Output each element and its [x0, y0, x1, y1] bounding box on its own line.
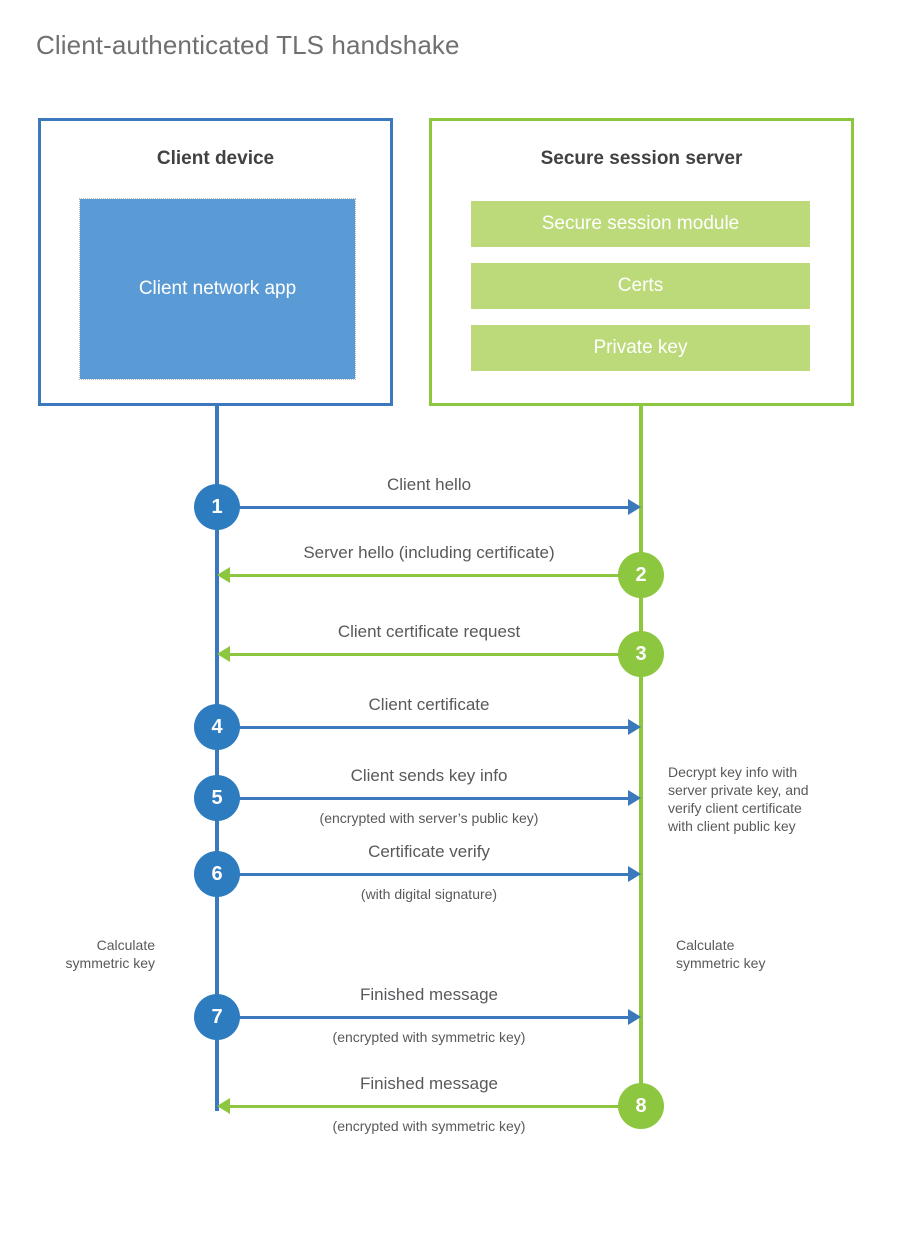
server-module-private-key: Private key: [471, 325, 810, 371]
message-label-5: Client sends key info: [350, 766, 508, 785]
arrow-shaft: [228, 1105, 641, 1108]
server-module-label: Private key: [593, 337, 688, 358]
step-badge-2: 2: [618, 552, 664, 598]
message-sublabel-8: (encrypted with symmetric key): [332, 1118, 526, 1134]
secure-session-server-title: Secure session server: [540, 148, 743, 169]
server-module-certs: Certs: [471, 263, 810, 309]
arrow-shaft: [217, 1016, 630, 1019]
note-server-calculate-symmetric-key: Calculate symmetric key: [676, 937, 766, 971]
client-network-app-label: Client network app: [138, 278, 297, 299]
arrow-head-icon: [628, 719, 641, 735]
step-badge-1: 1: [194, 484, 240, 530]
server-module-label: Certs: [617, 275, 664, 296]
step-badge-4: 4: [194, 704, 240, 750]
server-lifeline: [639, 406, 643, 1106]
step-badge-6: 6: [194, 851, 240, 897]
server-module-label: Secure session module: [541, 213, 740, 234]
message-label-2: Server hello (including certificate): [303, 543, 555, 562]
step-badge-7: 7: [194, 994, 240, 1040]
client-device-title: Client device: [156, 148, 275, 169]
message-sublabel-6: (with digital signature): [360, 886, 498, 902]
arrow-head-icon: [628, 790, 641, 806]
message-label-1: Client hello: [386, 475, 472, 494]
message-label-8: Finished message: [360, 1074, 498, 1093]
page-title: Client-authenticated TLS handshake: [36, 30, 460, 60]
arrow-head-icon: [628, 1009, 641, 1025]
message-label-7: Finished message: [360, 985, 498, 1004]
arrow-head-icon: [217, 1098, 230, 1114]
arrow-shaft: [217, 506, 630, 509]
arrow-shaft: [217, 726, 630, 729]
arrow-head-icon: [628, 499, 641, 515]
arrow-head-icon: [217, 567, 230, 583]
arrow-head-icon: [217, 646, 230, 662]
note-client-calculate-symmetric-key: Calculate symmetric key: [65, 937, 155, 971]
step-badge-5: 5: [194, 775, 240, 821]
server-module-secure-session-module: Secure session module: [471, 201, 810, 247]
arrow-shaft: [228, 574, 641, 577]
message-sublabel-5: (encrypted with server’s public key): [319, 810, 539, 826]
step-badge-3: 3: [618, 631, 664, 677]
client-network-app-block: Client network app: [79, 198, 356, 380]
secure-session-server-box: Secure session server Secure session mod…: [429, 118, 854, 406]
note-server-decrypt-key-info: Decrypt key info with server private key…: [668, 764, 809, 834]
message-label-6: Certificate verify: [368, 842, 490, 861]
arrow-shaft: [228, 653, 641, 656]
message-sublabel-7: (encrypted with symmetric key): [332, 1029, 526, 1045]
message-label-3: Client certificate request: [337, 622, 521, 641]
step-badge-8: 8: [618, 1083, 664, 1129]
arrow-head-icon: [628, 866, 641, 882]
arrow-shaft: [217, 797, 630, 800]
message-label-4: Client certificate: [368, 695, 490, 714]
client-device-box: Client device Client network app: [38, 118, 393, 406]
arrow-shaft: [217, 873, 630, 876]
client-lifeline: [215, 406, 219, 1111]
